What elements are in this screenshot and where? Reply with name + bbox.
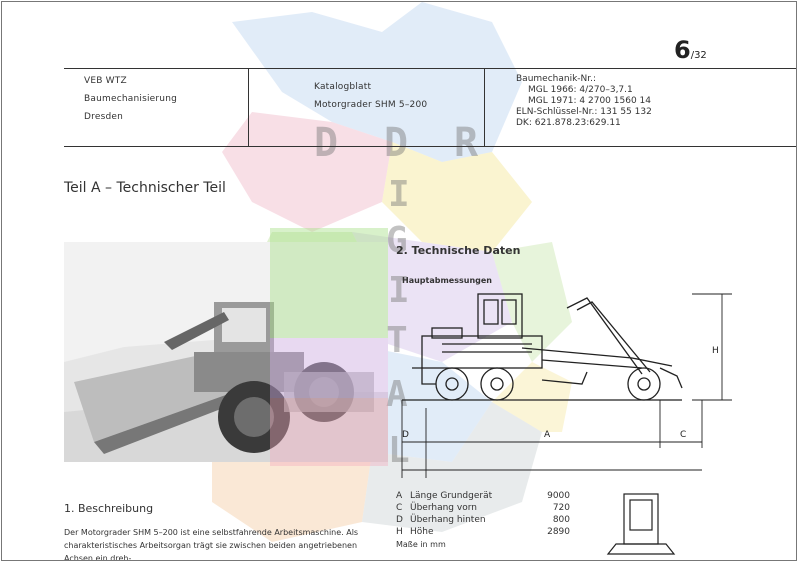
header-right: Baumechanik-Nr.: MGL 1966: 4/270–3,7.1 M… [516, 74, 652, 129]
watermark-letter: G [386, 220, 408, 261]
dim-label-a: A [544, 430, 551, 440]
watermark-letter: I [388, 270, 410, 311]
grader-photo [64, 242, 388, 462]
department: Baumechanisierung [84, 94, 178, 104]
header-separator-2 [484, 68, 485, 146]
watermark-letter: R [454, 120, 479, 166]
page-number: 6/32 [674, 36, 707, 64]
city: Dresden [84, 112, 124, 122]
publisher: VEB WTZ [84, 76, 127, 86]
section-2-heading: 2. Technische Daten [396, 244, 521, 257]
section-a-heading: Teil A – Technischer Teil [64, 180, 226, 196]
mgl-1966: MGL 1966: 4/270–3,7.1 [528, 85, 633, 95]
dimensions-subheading: Hauptabmessungen [402, 276, 492, 285]
watermark-letter: I [388, 174, 410, 215]
description-paragraph: Der Motorgrader SHM 5–200 ist eine selbs… [64, 528, 359, 561]
section-1-heading: 1. Beschreibung [64, 502, 154, 515]
watermark-letter: D [384, 120, 409, 166]
header-bottom-rule [64, 146, 796, 147]
header-left: VEB WTZ Baumechanisierung Dresden [84, 72, 177, 126]
product-name: Motorgrader SHM 5–200 [314, 100, 428, 110]
dim-label-c: C [680, 430, 687, 440]
watermark-letter: D [314, 120, 339, 166]
map-tint-overlay [270, 228, 388, 466]
dk-number: DK: 621.878.23:629.11 [516, 118, 621, 128]
grader-front-view-drawing [606, 493, 676, 555]
dim-label-h: H [712, 346, 719, 356]
watermark-letter: T [386, 320, 408, 361]
dim-label-d: D [402, 430, 409, 440]
units-note: Maße in mm [396, 540, 446, 549]
header-middle: Katalogblatt Motorgrader SHM 5–200 [314, 78, 427, 114]
baumechanik-nr: Baumechanik-Nr.: [516, 74, 597, 84]
header-separator-1 [248, 68, 249, 146]
header-top-rule [64, 68, 796, 69]
eln-key: ELN-Schlüssel-Nr.: 131 55 132 [516, 107, 652, 117]
doc-type: Katalogblatt [314, 82, 372, 92]
mgl-1971: MGL 1971: 4 2700 1560 14 [528, 96, 651, 106]
watermark-letter: L [388, 430, 410, 471]
grader-technical-drawing [401, 293, 732, 478]
